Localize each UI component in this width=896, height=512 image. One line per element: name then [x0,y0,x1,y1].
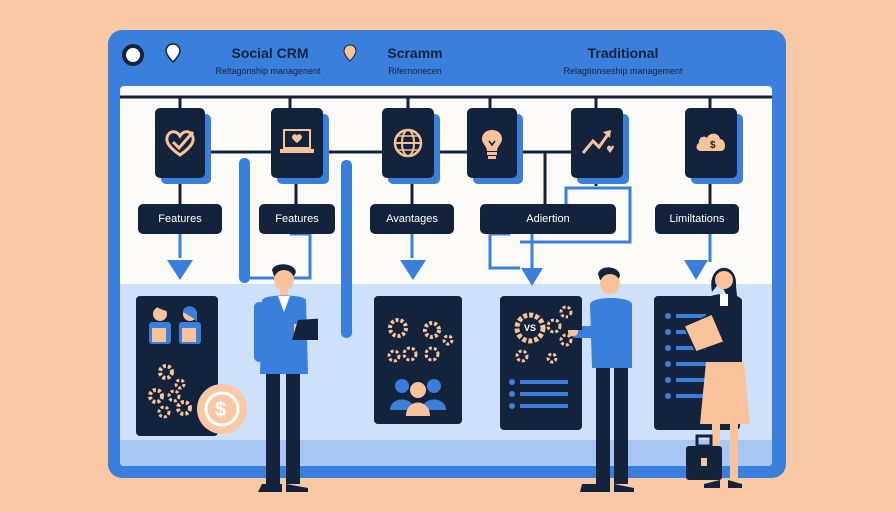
label-limitations: Limiltations [655,204,739,234]
globe-icon-tile [382,108,434,178]
location-pin-icon [165,43,181,64]
col3-title: Traditional [587,45,659,61]
label-adiertion: Adiertion [480,204,616,234]
label-features-1: Features [138,204,222,234]
gears-icon [387,318,454,416]
circle-icon [122,44,144,66]
col2-subtitle: Rifernonecen [388,66,442,76]
header: Social CRM Reltagonship managenent Scram… [108,30,786,86]
svg-text:$: $ [215,399,226,421]
gear-icon [148,364,192,419]
team-icon [148,305,201,419]
col1-title: Social CRM [231,45,309,61]
location-pin-icon [343,44,357,62]
col1-subtitle: Reltagonship managenent [215,66,321,76]
label-features-2: Features [259,204,335,234]
woman-with-folder [682,267,750,488]
man-with-tablet [254,264,318,492]
svg-text:$: $ [710,140,716,151]
cloud-dollar-icon: $ [696,133,726,151]
laptop-heart-icon [280,129,314,153]
briefcase-icon [686,434,722,480]
heart-check-icon-tile [155,108,205,178]
lightbulb-icon-tile [467,108,517,178]
cloud-dollar-icon-tile: $ [685,108,737,178]
dollar-coin-icon: $ [197,384,247,434]
man-with-device [568,267,634,492]
col2-title: Scramm [387,45,443,61]
label-advantages: Avantages [370,204,454,234]
laptop-heart-icon-tile [271,108,323,178]
comparison-list [509,305,573,409]
gears-team-card [374,296,462,424]
trend-arrow-icon-tile [571,108,623,178]
heart-check-icon [165,130,195,157]
trend-arrow-icon [581,130,614,154]
lightbulb-icon [482,130,502,159]
globe-icon [393,128,423,158]
bottom-strip [120,440,772,466]
vs-badge: VS [523,323,536,333]
col3-subtitle: Relagtionseship management [563,66,683,76]
